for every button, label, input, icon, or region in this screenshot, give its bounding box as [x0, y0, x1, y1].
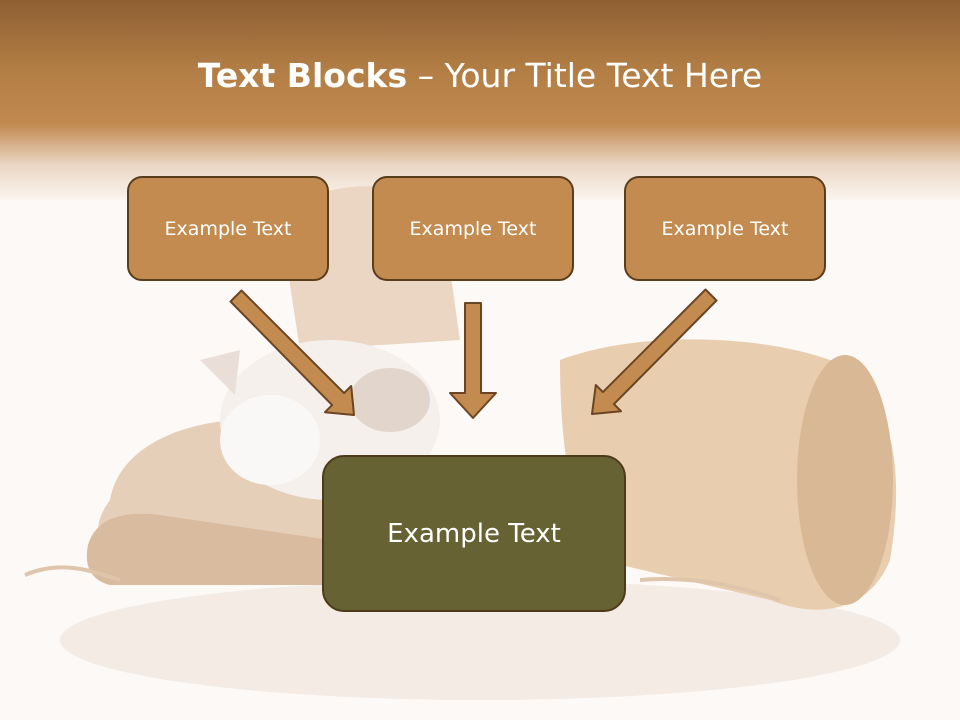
slide-title: Text Blocks – Your Title Text Here [0, 52, 960, 100]
main-text-block: Example Text [322, 455, 626, 612]
arrow-left [229, 289, 355, 416]
title-dash: – [407, 56, 445, 95]
text-block-3: Example Text [624, 176, 826, 281]
arrow-center [449, 302, 497, 419]
text-block-2: Example Text [372, 176, 574, 281]
title-bold: Text Blocks [197, 56, 408, 95]
text-block-1: Example Text [127, 176, 329, 281]
title-rest: Your Title Text Here [444, 56, 763, 95]
arrow-right [591, 288, 718, 415]
header-band [0, 0, 960, 200]
